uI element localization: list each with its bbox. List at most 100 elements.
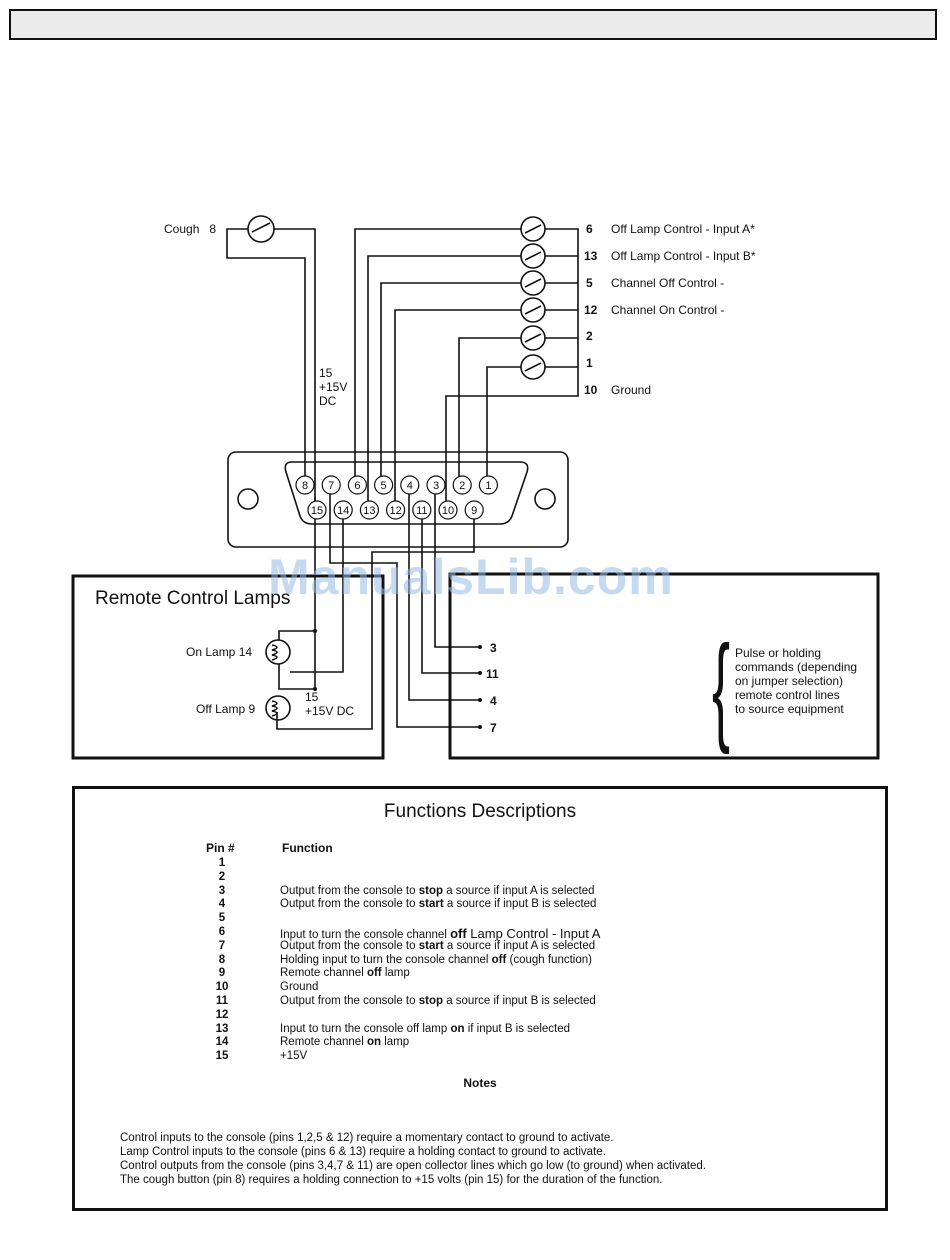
pin-number: 4 [218,898,226,911]
function-text: Output from the console to start a sourc… [280,898,597,911]
connector-pin-label: 14 [337,505,349,517]
wire-cough [226,228,306,484]
pin-number: 14 [215,1036,229,1049]
notes-title: Notes [463,1076,497,1090]
connector-pin-label: 15 [311,505,323,517]
wire-pin12 [394,309,521,510]
note-line: Control inputs to the console (pins 1,2,… [120,1132,614,1144]
connector-pin [412,500,432,520]
pin-number: 3 [218,884,226,897]
connector-plate [227,451,569,548]
remote-lamps-title: Remote Control Lamps [95,588,291,609]
wire-pin4 [408,484,480,701]
connector-pin-label: 10 [442,505,454,517]
off-lamp [265,695,291,721]
outputs-box [448,572,880,760]
remote-lamps-box [71,574,385,760]
connector-pin-label: 8 [302,480,308,492]
pin-number: 7 [218,939,226,952]
lamp-supply-label: 15 +15V DC [305,690,355,718]
function-text: Output from the console to stop a source… [280,995,596,1007]
function-text: Holding input to turn the console channe… [280,953,592,966]
connector-pin [386,500,406,520]
connector-pin-label: 9 [471,505,477,517]
pin-number: 1 [218,857,226,869]
connector-pin-label: 4 [407,480,413,492]
wire-pin11 [421,510,480,674]
ground-bus [445,228,579,510]
connector-pin [374,475,394,495]
connector-pin-label: 5 [381,480,387,492]
function-text: +15V [280,1050,308,1063]
connector-pin-label: 11 [416,505,427,517]
pin-number: 8 [218,953,226,966]
function-text: Output from the console to start a sourc… [280,939,596,952]
wire-pin7 [329,484,480,728]
notes-list: Control inputs to the console (pins 1,2,… [120,1131,706,1187]
on-lamp-label: On Lamp 14 [186,645,253,659]
wire-pin6 [354,228,521,484]
connector-pin [464,500,484,520]
mount-hole-right [534,488,556,510]
pin-column-header: Pin # [206,841,235,855]
wire-15v-lamp [278,630,315,640]
connector-bottom-row: 15 14 13 12 11 10 9 [307,500,484,520]
connector-pin-label: 13 [363,505,375,517]
function-text: Ground [280,981,319,994]
output-brace: { [712,621,731,755]
connector-pin-label: 12 [389,505,401,517]
pin-number: 10 [215,981,229,994]
pin-number: 12 [215,1008,229,1021]
connector-pin-label: 1 [485,480,491,492]
wire-pin9 [276,510,475,730]
connector-pin [321,475,341,495]
connector-pin [359,500,379,520]
right-switches [520,216,546,380]
output-note: Pulse or holding commands (depending on … [735,646,858,716]
connector-pin [333,500,353,520]
header-bar [9,9,937,40]
mount-hole-left [237,488,259,510]
cough-switch [247,215,275,243]
connector-pin [452,475,472,495]
connector-pin [438,500,458,520]
connector-pin [400,475,420,495]
pin-number: 13 [215,1022,229,1035]
function-text: Input to turn the console off lamp on if… [280,1022,571,1035]
off-lamp-label: Off Lamp 9 [196,702,256,716]
function-text: Output from the console to stop a source… [280,884,595,897]
pin-number: 2 [218,870,226,883]
connector-pin [478,475,498,495]
connector-pin [307,500,327,520]
connector-pin [347,475,367,495]
note-line: Control outputs from the console (pins 3… [120,1160,706,1172]
wire-pin13 [367,255,521,510]
note-line: The cough button (pin 8) requires a hold… [120,1174,663,1186]
connector-pin-label: 2 [459,480,465,492]
connector-pin [295,475,315,495]
pin-number: 9 [218,967,226,980]
wire-pin5 [380,282,521,484]
pin-number: 5 [218,912,226,925]
wire-pin2 [458,337,521,484]
pin-number: 6 [218,926,226,938]
function-column-header: Function [282,841,333,855]
cough-label: Cough 8 [164,222,217,236]
function-text: Remote channel off lamp [280,967,410,980]
connector-pin-label: 7 [328,480,334,492]
function-text: Remote channel on lamp [280,1036,410,1049]
connector-pin-label: 6 [354,480,360,492]
pin-number: 11 [215,995,229,1007]
wire-pin14 [290,510,344,673]
supply-top-label: 15 +15V DC [319,366,348,408]
watermark: ManualsLib.com [268,549,674,605]
note-line: Lamp Control inputs to the console (pins… [120,1146,606,1158]
wire-pin1 [486,366,521,484]
connector-pin [426,475,446,495]
functions-title: Functions Descriptions [383,801,577,822]
on-lamp [265,639,291,665]
wire-pin3 [434,484,480,648]
